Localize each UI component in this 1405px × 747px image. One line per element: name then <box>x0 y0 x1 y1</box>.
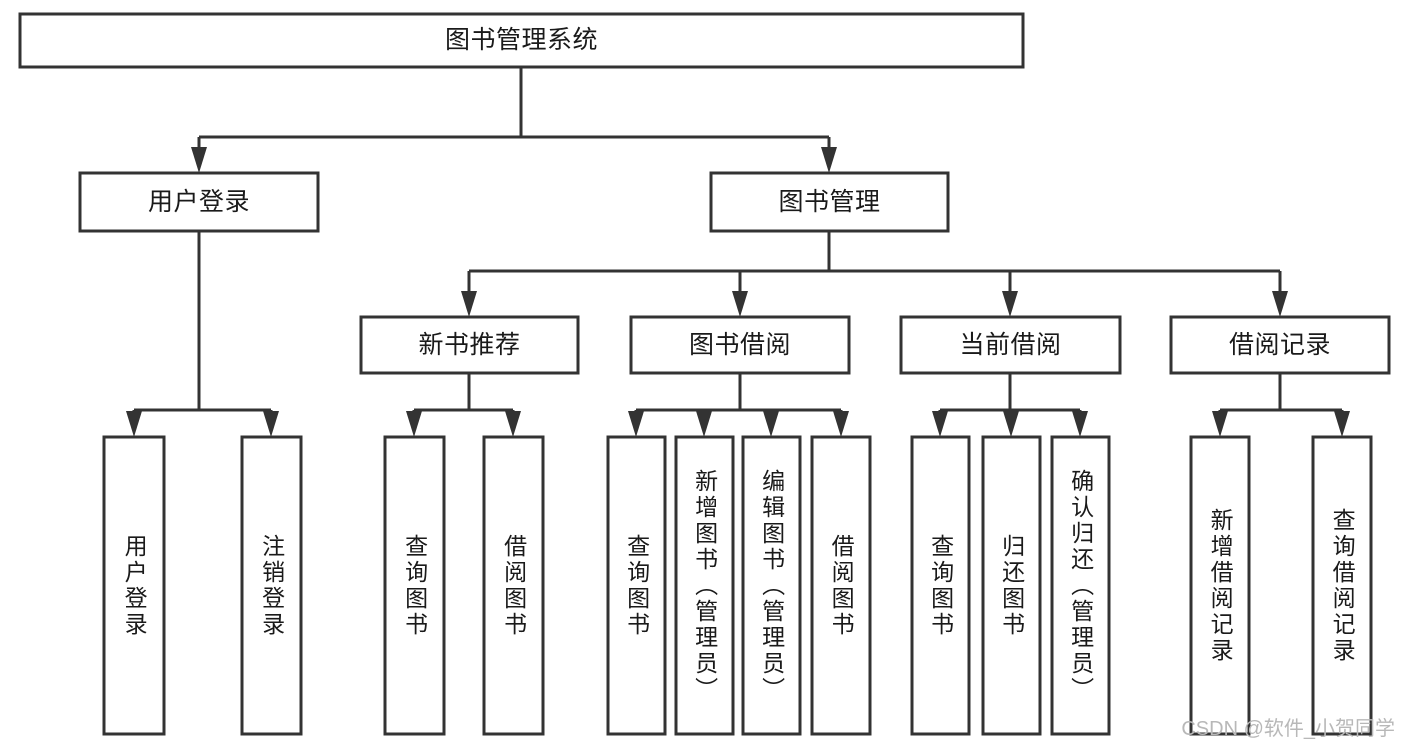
level3-box-借阅记录[interactable] <box>1169 315 1391 375</box>
arrow-head-icon <box>1334 411 1350 437</box>
level2-box-用户登录[interactable] <box>78 171 320 233</box>
leaf-box-查询图书[interactable] <box>383 435 446 736</box>
arrow-head-icon <box>833 411 849 437</box>
arrow-head-icon <box>505 411 521 437</box>
leaf-box-查询图书[interactable] <box>606 435 667 736</box>
arrow-head-icon <box>763 411 779 437</box>
arrow-head-icon <box>1272 291 1288 317</box>
arrow-head-icon <box>732 291 748 317</box>
leaf-box-归还图书[interactable] <box>981 435 1042 736</box>
level3-box-新书推荐[interactable] <box>359 315 580 375</box>
level2-box-图书管理[interactable] <box>709 171 950 233</box>
leaf-box-新增图书管理员[interactable] <box>674 435 735 736</box>
arrow-head-icon <box>628 411 644 437</box>
arrow-head-icon <box>1212 411 1228 437</box>
arrow-head-icon <box>932 411 948 437</box>
leaf-box-新增借阅记录[interactable] <box>1189 435 1251 736</box>
arrow-head-icon <box>1003 411 1019 437</box>
level3-box-图书借阅[interactable] <box>629 315 851 375</box>
leaf-box-编辑图书管理员[interactable] <box>741 435 802 736</box>
arrow-head-icon <box>191 147 207 173</box>
arrow-head-icon <box>263 411 279 437</box>
leaf-box-借阅图书[interactable] <box>482 435 545 736</box>
arrow-head-icon <box>696 411 712 437</box>
arrow-head-icon <box>126 411 142 437</box>
leaf-box-确认归还管理员[interactable] <box>1050 435 1111 736</box>
level3-box-当前借阅[interactable] <box>899 315 1122 375</box>
leaf-box-查询图书[interactable] <box>910 435 971 736</box>
leaf-box-用户登录[interactable] <box>102 435 166 736</box>
arrow-head-icon <box>461 291 477 317</box>
leaf-box-注销登录[interactable] <box>240 435 303 736</box>
arrow-head-icon <box>1072 411 1088 437</box>
arrow-head-icon <box>406 411 422 437</box>
edges-layer <box>126 67 1350 437</box>
arrow-head-icon <box>1002 291 1018 317</box>
root-box-图书管理系统[interactable] <box>18 12 1025 69</box>
leaf-box-借阅图书[interactable] <box>810 435 872 736</box>
boxes-layer <box>18 12 1391 736</box>
leaf-box-查询借阅记录[interactable] <box>1311 435 1373 736</box>
arrow-head-icon <box>821 147 837 173</box>
